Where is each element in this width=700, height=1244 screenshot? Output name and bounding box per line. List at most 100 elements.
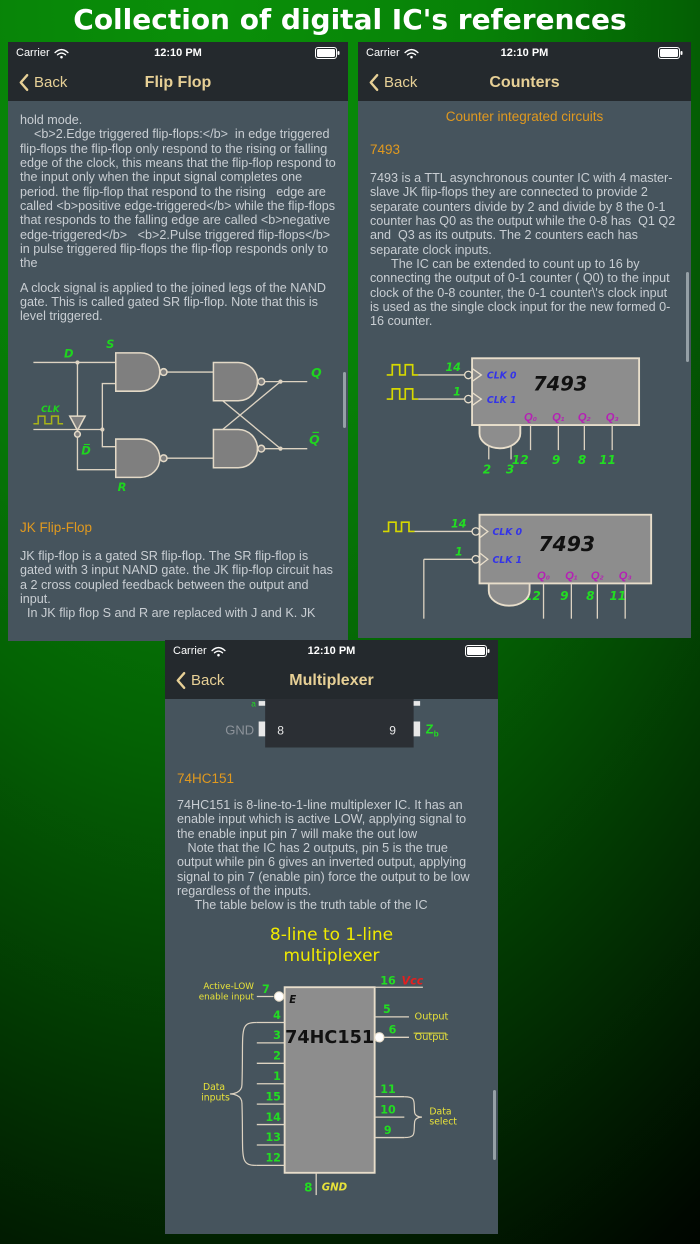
- nav-bar: Flip Flop Back: [8, 64, 348, 101]
- data-inputs-label-1: Data: [203, 1082, 225, 1093]
- data-pin-13: 13: [265, 1132, 280, 1145]
- q1-label: Q₁: [552, 411, 565, 423]
- e-label: E: [289, 995, 296, 1006]
- scrollbar[interactable]: [686, 272, 689, 362]
- scrollbar[interactable]: [493, 1090, 496, 1160]
- back-label: Back: [191, 672, 225, 689]
- pin-14-label: 14: [445, 361, 461, 374]
- label-q-bar: Q̅: [309, 432, 320, 447]
- back-chevron-icon: [176, 671, 186, 690]
- zb-label: Zb: [426, 722, 439, 739]
- clk1-label: CLK 1: [487, 395, 517, 406]
- enable-label-1: Active-LOW: [203, 982, 254, 992]
- multiplexer-content: a GND 8 9 Zb 74HC151 74HC151 is 8-line-t…: [165, 699, 498, 1217]
- back-label: Back: [384, 74, 418, 91]
- data-pin-12: 12: [265, 1152, 280, 1165]
- label-s: S: [106, 337, 114, 351]
- data-inputs-label-2: inputs: [201, 1093, 230, 1104]
- pin-14-label: 14: [451, 518, 467, 531]
- ic-74hc151-label: 74HC151: [285, 1028, 374, 1048]
- nav-bar: Counters Back: [358, 64, 691, 101]
- wifi-icon: [54, 48, 69, 58]
- counters-main-heading: Counter integrated circuits: [445, 109, 604, 124]
- paragraph-74hc151: 74HC151 is 8-line-to-1-line multiplexer …: [177, 798, 470, 913]
- cut-a-sub-label: a: [251, 699, 256, 709]
- q3-label: Q₃: [606, 411, 619, 423]
- back-button[interactable]: Back: [175, 671, 224, 690]
- screen-flip-flop: Carrier 12:10 PM Flip Flop Back hold mod: [8, 42, 348, 641]
- status-bar: Carrier 12:10 PM: [8, 42, 348, 64]
- pin-1-label: 1: [453, 385, 461, 398]
- ic-7493-label: 7493: [533, 373, 587, 396]
- select-pin-10: 10: [380, 1104, 396, 1117]
- scrollbar[interactable]: [343, 372, 346, 428]
- label-q: Q: [311, 365, 322, 380]
- battery-icon: [658, 47, 683, 59]
- status-bar: Carrier 12:10 PM: [358, 42, 691, 64]
- nav-title: Multiplexer: [289, 671, 374, 689]
- ic-7493-diagram-1: 14 1 CLK 0 CLK 1 7493 Q₀ Q₁ Q₂ Q₃ 12 9 8…: [386, 357, 641, 476]
- gnd-label: GND: [225, 722, 254, 737]
- out-pin-8: 8: [586, 589, 594, 603]
- enable-label-2: enable input: [199, 993, 255, 1003]
- q3-label: Q₃: [619, 570, 632, 582]
- select-pin-11: 11: [380, 1083, 395, 1096]
- data-pin-14: 14: [265, 1111, 281, 1124]
- q0-label: Q₀: [524, 411, 537, 423]
- screen-multiplexer: Carrier 12:10 PM Multiplexer Back: [165, 640, 498, 1234]
- paragraph-jk: JK flip-flop is a gated SR flip-flop. Th…: [20, 548, 333, 621]
- clk0-label: CLK 0: [492, 527, 522, 538]
- out-pin-8: 8: [578, 453, 586, 467]
- out-pin-11: 11: [609, 589, 626, 603]
- jk-flipflop-heading: JK Flip-Flop: [20, 519, 93, 535]
- back-chevron-icon: [19, 73, 29, 92]
- pin-6-label: 6: [389, 1024, 397, 1037]
- and-pin-3: 3: [506, 462, 514, 476]
- flip-flop-content: hold mode. <b>2.Edge triggered flip-flop…: [8, 101, 348, 621]
- q2-label: Q₂: [591, 570, 604, 582]
- data-pin-4: 4: [273, 1009, 281, 1022]
- paragraph-edge-triggered: hold mode. <b>2.Edge triggered flip-flop…: [20, 113, 336, 271]
- back-chevron-icon: [369, 73, 379, 92]
- data-select-label-2: select: [429, 1117, 457, 1128]
- wifi-icon: [211, 646, 226, 656]
- back-label: Back: [34, 74, 68, 91]
- time-label: 12:10 PM: [500, 47, 549, 59]
- mux-diagram-title: 8-line to 1-line multiplexer: [269, 924, 394, 966]
- data-pin-2: 2: [273, 1050, 281, 1063]
- nav-title: Counters: [489, 73, 560, 91]
- and-pin-2: 2: [483, 462, 491, 476]
- select-pin-9: 9: [384, 1124, 392, 1137]
- back-button[interactable]: Back: [368, 73, 417, 92]
- gnd-label: GND: [322, 1183, 348, 1194]
- battery-icon: [315, 47, 340, 59]
- data-pin-3: 3: [273, 1029, 281, 1042]
- out-pin-12: 12: [512, 453, 529, 467]
- clk1-label: CLK 1: [492, 555, 522, 566]
- status-bar: Carrier 12:10 PM: [165, 640, 498, 662]
- counters-7493-heading: 7493: [370, 142, 401, 157]
- pin-8-label: 8: [277, 723, 284, 737]
- data-pin-1: 1: [273, 1070, 281, 1083]
- data-select-label-1: Data: [429, 1107, 451, 1118]
- pin-7-label: 7: [262, 983, 270, 996]
- nav-bar: Multiplexer Back: [165, 662, 498, 699]
- nav-title: Flip Flop: [144, 73, 212, 91]
- q1-label: Q₁: [565, 570, 578, 582]
- output-label: Output: [415, 1012, 449, 1023]
- carrier-label: Carrier: [16, 47, 50, 59]
- ic-74hc151-diagram: 74HC151 7 E Active-LOW enable input 4 3 …: [199, 975, 457, 1196]
- vcc-label: Vcc: [402, 975, 424, 988]
- carrier-label: Carrier: [173, 645, 207, 657]
- carrier-label: Carrier: [366, 47, 400, 59]
- pin-8-label: 8: [304, 1181, 312, 1195]
- back-button[interactable]: Back: [18, 73, 67, 92]
- time-label: 12:10 PM: [154, 47, 202, 59]
- partial-ic-diagram: a GND 8 9 Zb: [225, 699, 439, 748]
- gated-sr-flipflop-circuit-diagram: D S CLK D̅ R Q Q̅: [33, 337, 322, 494]
- wifi-icon: [404, 48, 419, 58]
- paragraph-clock-signal: A clock signal is applied to the joined …: [20, 280, 330, 324]
- screen-counters: Carrier 12:10 PM Counters Back Counter i: [358, 42, 691, 638]
- ic-7493-label: 7493: [538, 532, 595, 556]
